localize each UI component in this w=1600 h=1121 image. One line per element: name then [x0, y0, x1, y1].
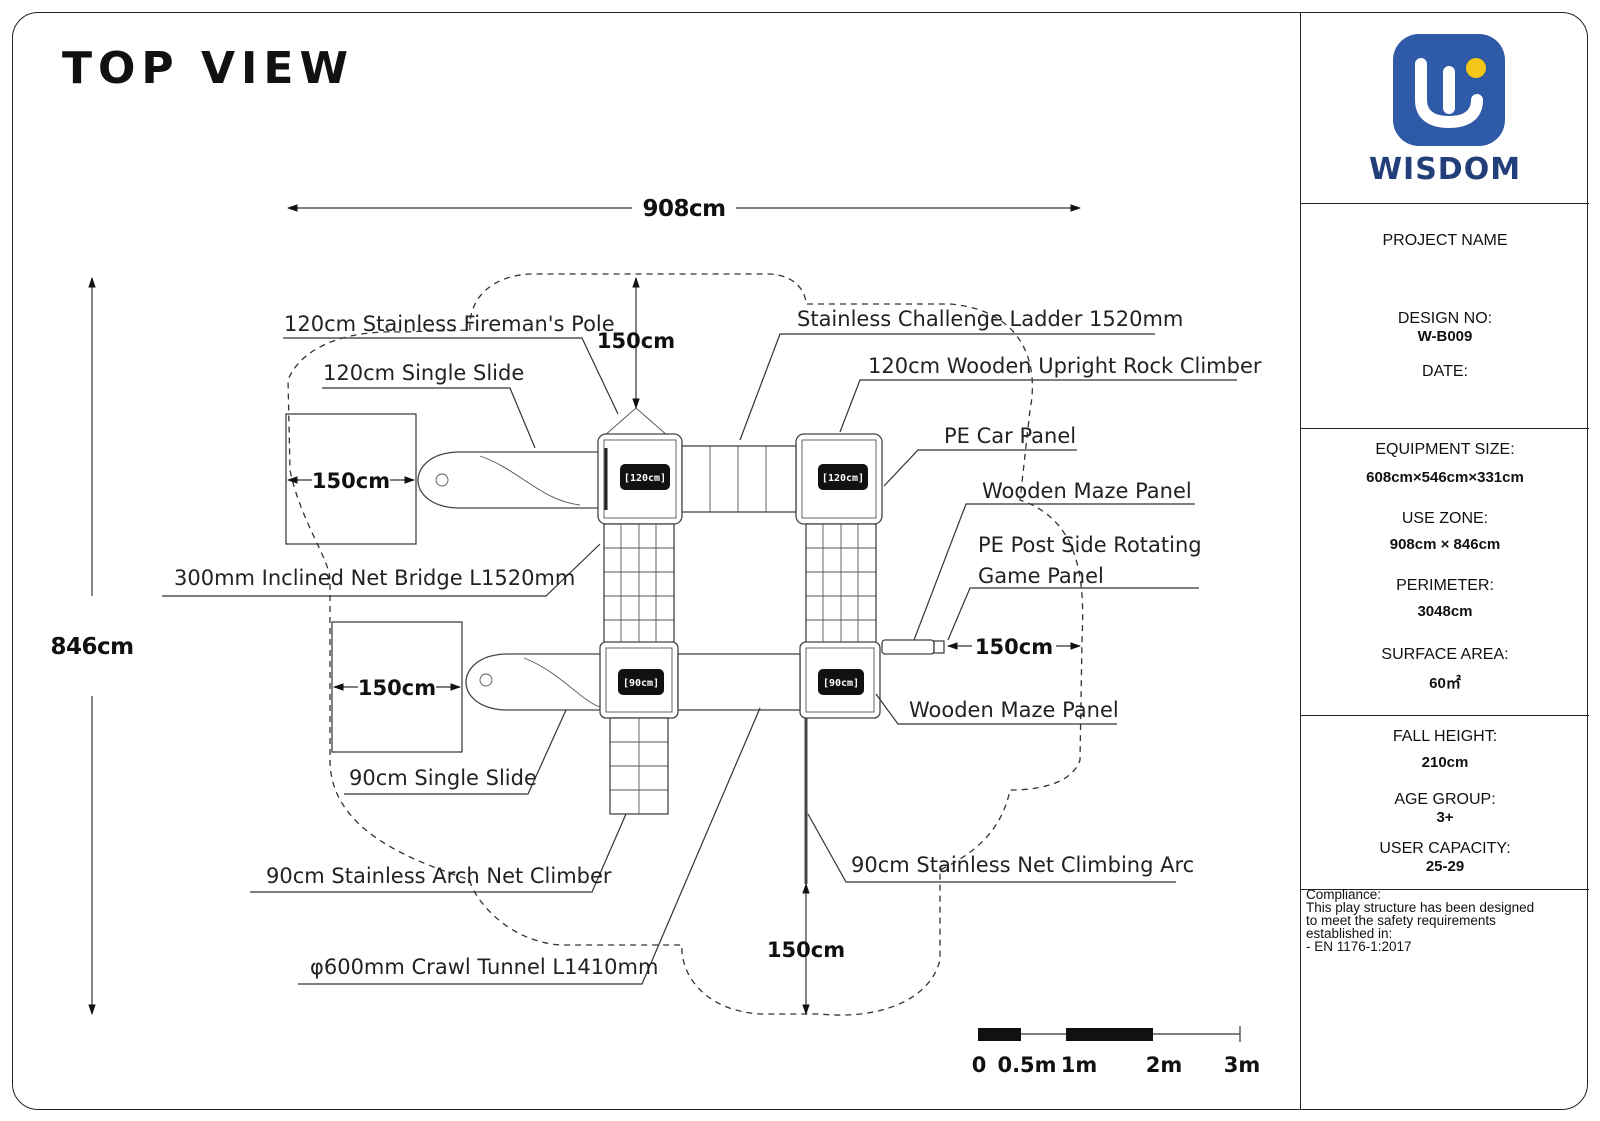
safety-cell: FALL HEIGHT: 210cm AGE GROUP: 3+ USER CA… [1301, 716, 1589, 890]
label-rock-climber: 120cm Wooden Upright Rock Climber [868, 354, 1262, 378]
arch-net-climber [609, 717, 669, 815]
age-group-value: 3+ [1436, 809, 1454, 826]
label-maze-panel-lower: Wooden Maze Panel [909, 698, 1119, 722]
svg-text:0.5m: 0.5m [997, 1053, 1056, 1077]
equipment-size-label: EQUIPMENT SIZE: [1375, 441, 1515, 458]
svg-text:[120cm]: [120cm] [624, 473, 666, 484]
svg-text:[90cm]: [90cm] [823, 678, 859, 689]
slide-zone-lower [331, 621, 463, 753]
compliance-note: Compliance: This play structure has been… [1306, 887, 1564, 954]
compliance-line-2: to meet the safety requirements [1306, 913, 1496, 928]
platform-tag-4: [90cm] [818, 669, 864, 695]
perimeter-label: PERIMETER: [1396, 577, 1494, 594]
compliance-line-3: established in: [1306, 926, 1393, 941]
surface-area-value: 60㎡ [1429, 675, 1461, 692]
platform-tag-3: [90cm] [618, 669, 664, 695]
label-net-bridge: 300mm Inclined Net Bridge L1520mm [174, 566, 575, 590]
drawing-title: TOP VIEW [62, 43, 354, 94]
fall-height-label: FALL HEIGHT: [1392, 728, 1498, 745]
label-challenge-ladder: Stainless Challenge Ladder 1520mm [797, 307, 1183, 331]
label-rotating-panel-1: PE Post Side Rotating [978, 533, 1202, 557]
label-fireman-pole: 120cm Stainless Fireman's Pole [284, 312, 615, 336]
label-arch-net-climber: 90cm Stainless Arch Net Climber [266, 864, 612, 888]
label-single-slide-90: 90cm Single Slide [349, 766, 537, 790]
use-zone-value: 908cm × 846cm [1389, 536, 1501, 553]
dim-width: 908cm [642, 196, 725, 222]
svg-text:[120cm]: [120cm] [822, 473, 864, 484]
project-name-label: PROJECT NAME [1382, 232, 1508, 249]
slide-90 [465, 653, 603, 711]
user-capacity-label: USER CAPACITY: [1379, 840, 1511, 857]
perimeter-value: 3048cm [1417, 603, 1473, 620]
dim-slide-lower: 150cm [358, 676, 436, 700]
platform-tag-2: [120cm] [818, 464, 868, 490]
user-capacity-value: 25-29 [1425, 858, 1465, 875]
rotating-game-panel [881, 639, 945, 655]
use-zone-outline [287, 273, 1084, 1016]
wisdom-logo-icon [1393, 34, 1505, 146]
dim-clearance-bottom: 150cm [767, 938, 845, 962]
svg-text:0: 0 [972, 1053, 987, 1077]
label-pe-car-panel: PE Car Panel [944, 424, 1076, 448]
label-rotating-panel-2: Game Panel [978, 564, 1104, 588]
surface-area-label: SURFACE AREA: [1381, 646, 1509, 663]
brand-cell: WISDOM [1301, 12, 1589, 204]
compliance-line-1: This play structure has been designed [1306, 900, 1535, 915]
svg-text:2m: 2m [1146, 1053, 1183, 1077]
scale-bar: 0 0.5m 1m 2m 3m [972, 1026, 1261, 1077]
sheet-frame [12, 12, 1588, 1110]
size-cell: EQUIPMENT SIZE: 608cm×546cm×331cm USE ZO… [1301, 429, 1589, 716]
date-label: DATE: [1422, 363, 1468, 380]
top-view-drawing: TOP VIEW 908cm 846cm 150cm 150cm 150cm 1… [50, 43, 1262, 1077]
equipment-size-value: 608cm×546cm×331cm [1366, 469, 1524, 486]
label-single-slide-120: 120cm Single Slide [323, 361, 524, 385]
label-maze-panel-upper: Wooden Maze Panel [982, 479, 1192, 503]
crawl-tunnel [677, 653, 801, 711]
net-bridge-left [603, 523, 675, 645]
label-crawl-tunnel: φ600mm Crawl Tunnel L1410mm [310, 955, 658, 979]
platform-tag-1: [120cm] [620, 464, 670, 490]
dim-clearance-top: 150cm [597, 329, 675, 353]
dim-slide-upper: 150cm [312, 469, 390, 493]
use-zone-label: USE ZONE: [1401, 510, 1489, 527]
compliance-standard: - EN 1176-1:2017 [1306, 939, 1412, 954]
project-cell: PROJECT NAME DESIGN NO: W-B009 DATE: [1301, 204, 1589, 429]
dim-clearance-right: 150cm [975, 635, 1053, 659]
svg-text:1m: 1m [1061, 1053, 1098, 1077]
dim-height: 846cm [50, 634, 133, 660]
title-block: WISDOM PROJECT NAME DESIGN NO: W-B009 DA… [1300, 12, 1589, 1110]
design-no-value: W-B009 [1417, 328, 1473, 345]
label-net-climbing-arc: 90cm Stainless Net Climbing Arc [851, 853, 1194, 877]
design-no-label: DESIGN NO: [1397, 310, 1493, 327]
compliance-heading: Compliance: [1306, 887, 1382, 902]
brand-name: WISDOM [1368, 152, 1522, 187]
age-group-label: AGE GROUP: [1394, 791, 1496, 808]
fall-height-value: 210cm [1421, 754, 1469, 771]
slide-120 [417, 451, 601, 509]
svg-text:3m: 3m [1224, 1053, 1261, 1077]
net-bridge-right [805, 523, 877, 645]
slide-zone-upper [285, 413, 417, 545]
challenge-ladder [681, 445, 797, 513]
svg-text:[90cm]: [90cm] [623, 678, 659, 689]
